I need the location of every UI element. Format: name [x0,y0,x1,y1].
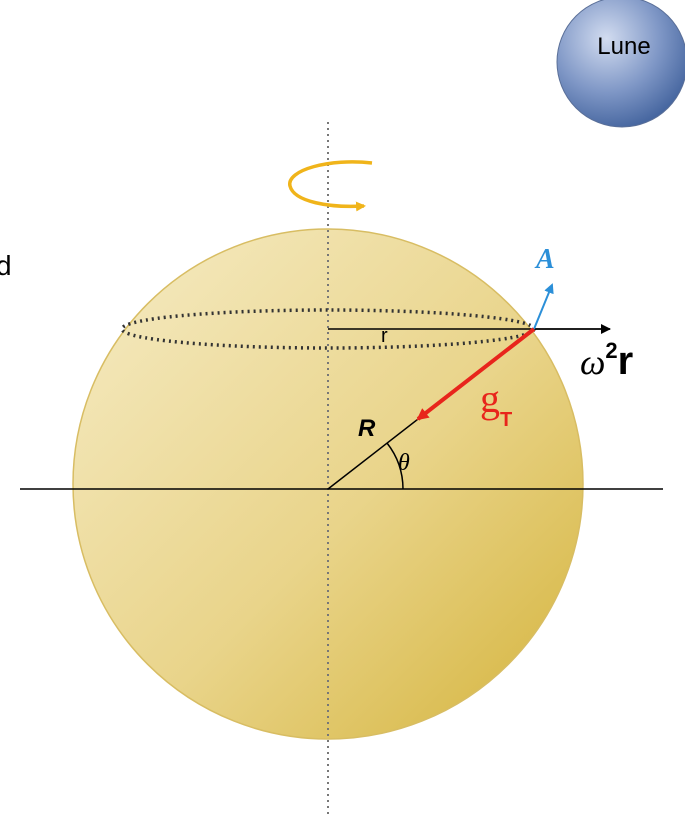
gravity-subscript: T [500,409,512,431]
acceleration-label: A [534,244,555,275]
moon-label: Lune [597,33,650,60]
omega-r: r [618,339,634,383]
gravity-g: g [480,376,500,421]
curved-rotation-arrow-icon [288,160,373,212]
omega-exponent: 2 [605,338,617,363]
gravity-arrow [416,327,536,421]
theta-label: θ [398,450,410,476]
big-r-label: R [358,415,376,442]
edge-text-fragment: d [0,250,12,281]
acceleration-arrow [533,283,554,330]
centrifugal-label: ω2r [580,338,633,383]
moon-sphere-icon [556,0,685,128]
small-r-label: r [381,325,388,347]
omega-symbol: ω [580,342,605,382]
gravity-label: gT [480,376,512,431]
moon: Lune [556,0,685,128]
theta-arc [386,442,404,490]
